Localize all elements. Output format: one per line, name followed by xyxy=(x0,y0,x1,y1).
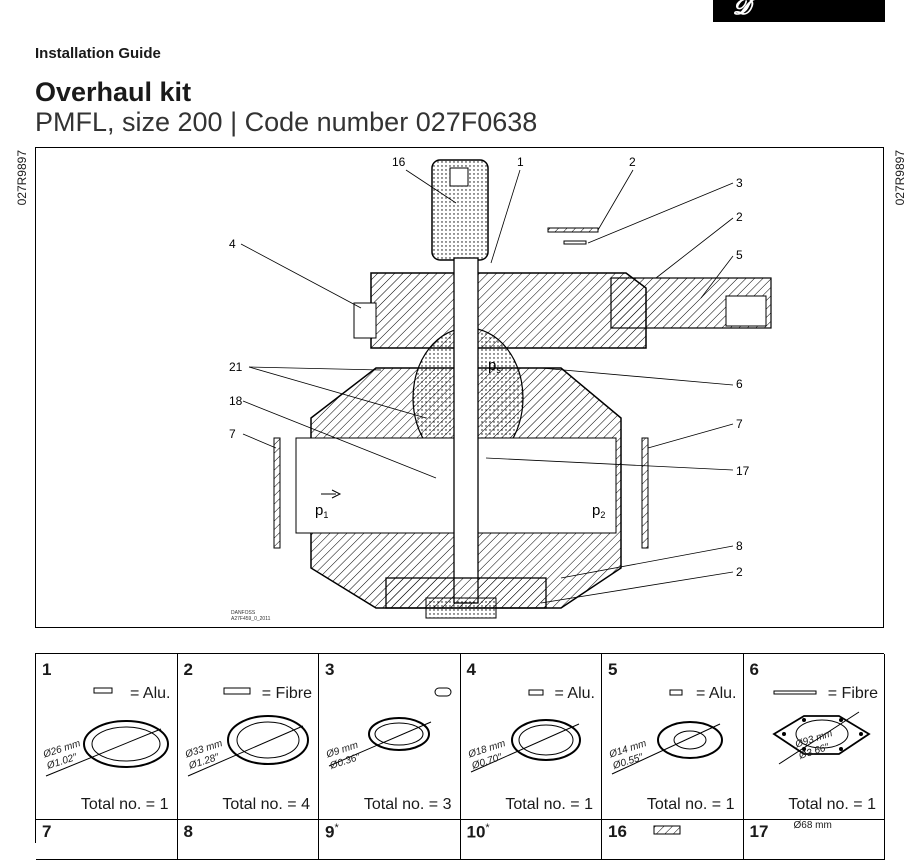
callout-21: 21 xyxy=(229,360,243,374)
cap-seal xyxy=(449,167,469,187)
part-material: = Alu. xyxy=(554,685,595,702)
part-cell-10: 10* xyxy=(460,820,602,860)
nut-4 xyxy=(353,302,377,339)
callout-7-right: 7 xyxy=(736,417,743,431)
label-p2: p2 xyxy=(592,502,605,520)
callout-5: 5 xyxy=(736,248,743,262)
document-type: Installation Guide xyxy=(35,45,161,62)
callout-6: 6 xyxy=(736,377,743,391)
part-number: 2 xyxy=(183,660,193,679)
callout-17: 17 xyxy=(736,464,750,478)
part-cell-9: 9* xyxy=(319,820,461,860)
leader-lines xyxy=(240,169,734,604)
page-title: Overhaul kit xyxy=(35,77,192,107)
part-total: Total no. = 3 xyxy=(363,796,452,813)
seal-icon xyxy=(653,825,681,835)
ring-icon xyxy=(328,687,452,767)
bottom-plug xyxy=(425,597,497,619)
part-cell-7: 7 xyxy=(36,820,178,860)
ring-icon xyxy=(187,687,309,777)
exploded-drawing: 16 1 2 3 2 5 4 21 6 18 7 7 17 8 2 ps p1 … xyxy=(35,147,884,628)
gasket-7-right xyxy=(641,437,649,549)
callout-2-top: 2 xyxy=(629,155,636,169)
page-subtitle: PMFL, size 200 | Code number 027F0638 xyxy=(35,107,538,137)
pipe-stub xyxy=(725,295,767,327)
flow-arrow xyxy=(321,489,342,499)
drawing-stamp: DANFOSS A27F459_0_2011 xyxy=(231,610,270,622)
part-dimension: Ø68 mm xyxy=(793,820,832,831)
label-ps: ps xyxy=(488,357,501,375)
part-material: = Alu. xyxy=(696,685,737,702)
callout-3: 3 xyxy=(736,176,743,190)
part-number: 6 xyxy=(749,660,759,679)
part-cell-17: 17 Ø68 mm xyxy=(743,820,885,860)
callout-8: 8 xyxy=(736,539,743,553)
callout-2-bottom: 2 xyxy=(736,565,743,579)
part-number: 8 xyxy=(183,822,193,841)
part-number: 9* xyxy=(325,822,339,842)
callout-1: 1 xyxy=(517,155,524,169)
part-number: 17 xyxy=(749,822,769,841)
side-code-left: 027R9897 xyxy=(15,150,29,206)
part-number: 7 xyxy=(42,822,52,841)
logo-mark: 𝓓 xyxy=(733,0,750,20)
callout-7-left: 7 xyxy=(229,427,236,441)
part-cell-16: 16 xyxy=(602,820,744,860)
callout-16: 16 xyxy=(392,155,406,169)
part-material: = Alu. xyxy=(130,685,171,702)
exploded-ring-3 xyxy=(563,240,587,245)
callout-2-mid: 2 xyxy=(736,210,743,224)
valve-stem xyxy=(453,257,479,604)
part-total: Total no. = 1 xyxy=(80,796,169,813)
exploded-gasket-2 xyxy=(547,227,599,233)
part-material: = Fibre xyxy=(827,685,878,702)
part-number: 1 xyxy=(42,660,52,679)
gasket-7-left xyxy=(273,437,281,549)
flange-gasket-icon xyxy=(771,690,871,765)
part-number: 5 xyxy=(608,660,618,679)
part-total: Total no. = 1 xyxy=(646,796,735,813)
upper-body xyxy=(370,272,647,349)
ring-icon xyxy=(45,687,169,777)
part-material: = Fibre xyxy=(261,685,312,702)
danfoss-logo: 𝓓 xyxy=(713,0,885,22)
part-total: Total no. = 1 xyxy=(788,796,876,813)
part-cell-8: 8 xyxy=(177,820,319,860)
part-number: 4 xyxy=(466,660,476,679)
valve-cross-section: 16 1 2 3 2 5 4 21 6 18 7 7 17 8 2 ps p1 … xyxy=(229,155,772,619)
label-p1: p1 xyxy=(315,502,328,520)
callout-18: 18 xyxy=(229,394,243,408)
stamp-line-2: A27F459_0_2011 xyxy=(231,616,271,622)
part-number: 16 xyxy=(608,822,627,841)
part-number: 10* xyxy=(466,822,490,842)
stamp-line-1: DANFOSS xyxy=(231,610,256,616)
part-total: Total no. = 1 xyxy=(505,796,593,813)
callout-4: 4 xyxy=(229,237,236,251)
ring-icon xyxy=(470,689,581,773)
ring-icon xyxy=(611,689,723,775)
part-total: Total no. = 4 xyxy=(222,796,310,813)
part-number: 3 xyxy=(325,660,335,679)
side-code-right: 027R9897 xyxy=(893,150,907,206)
